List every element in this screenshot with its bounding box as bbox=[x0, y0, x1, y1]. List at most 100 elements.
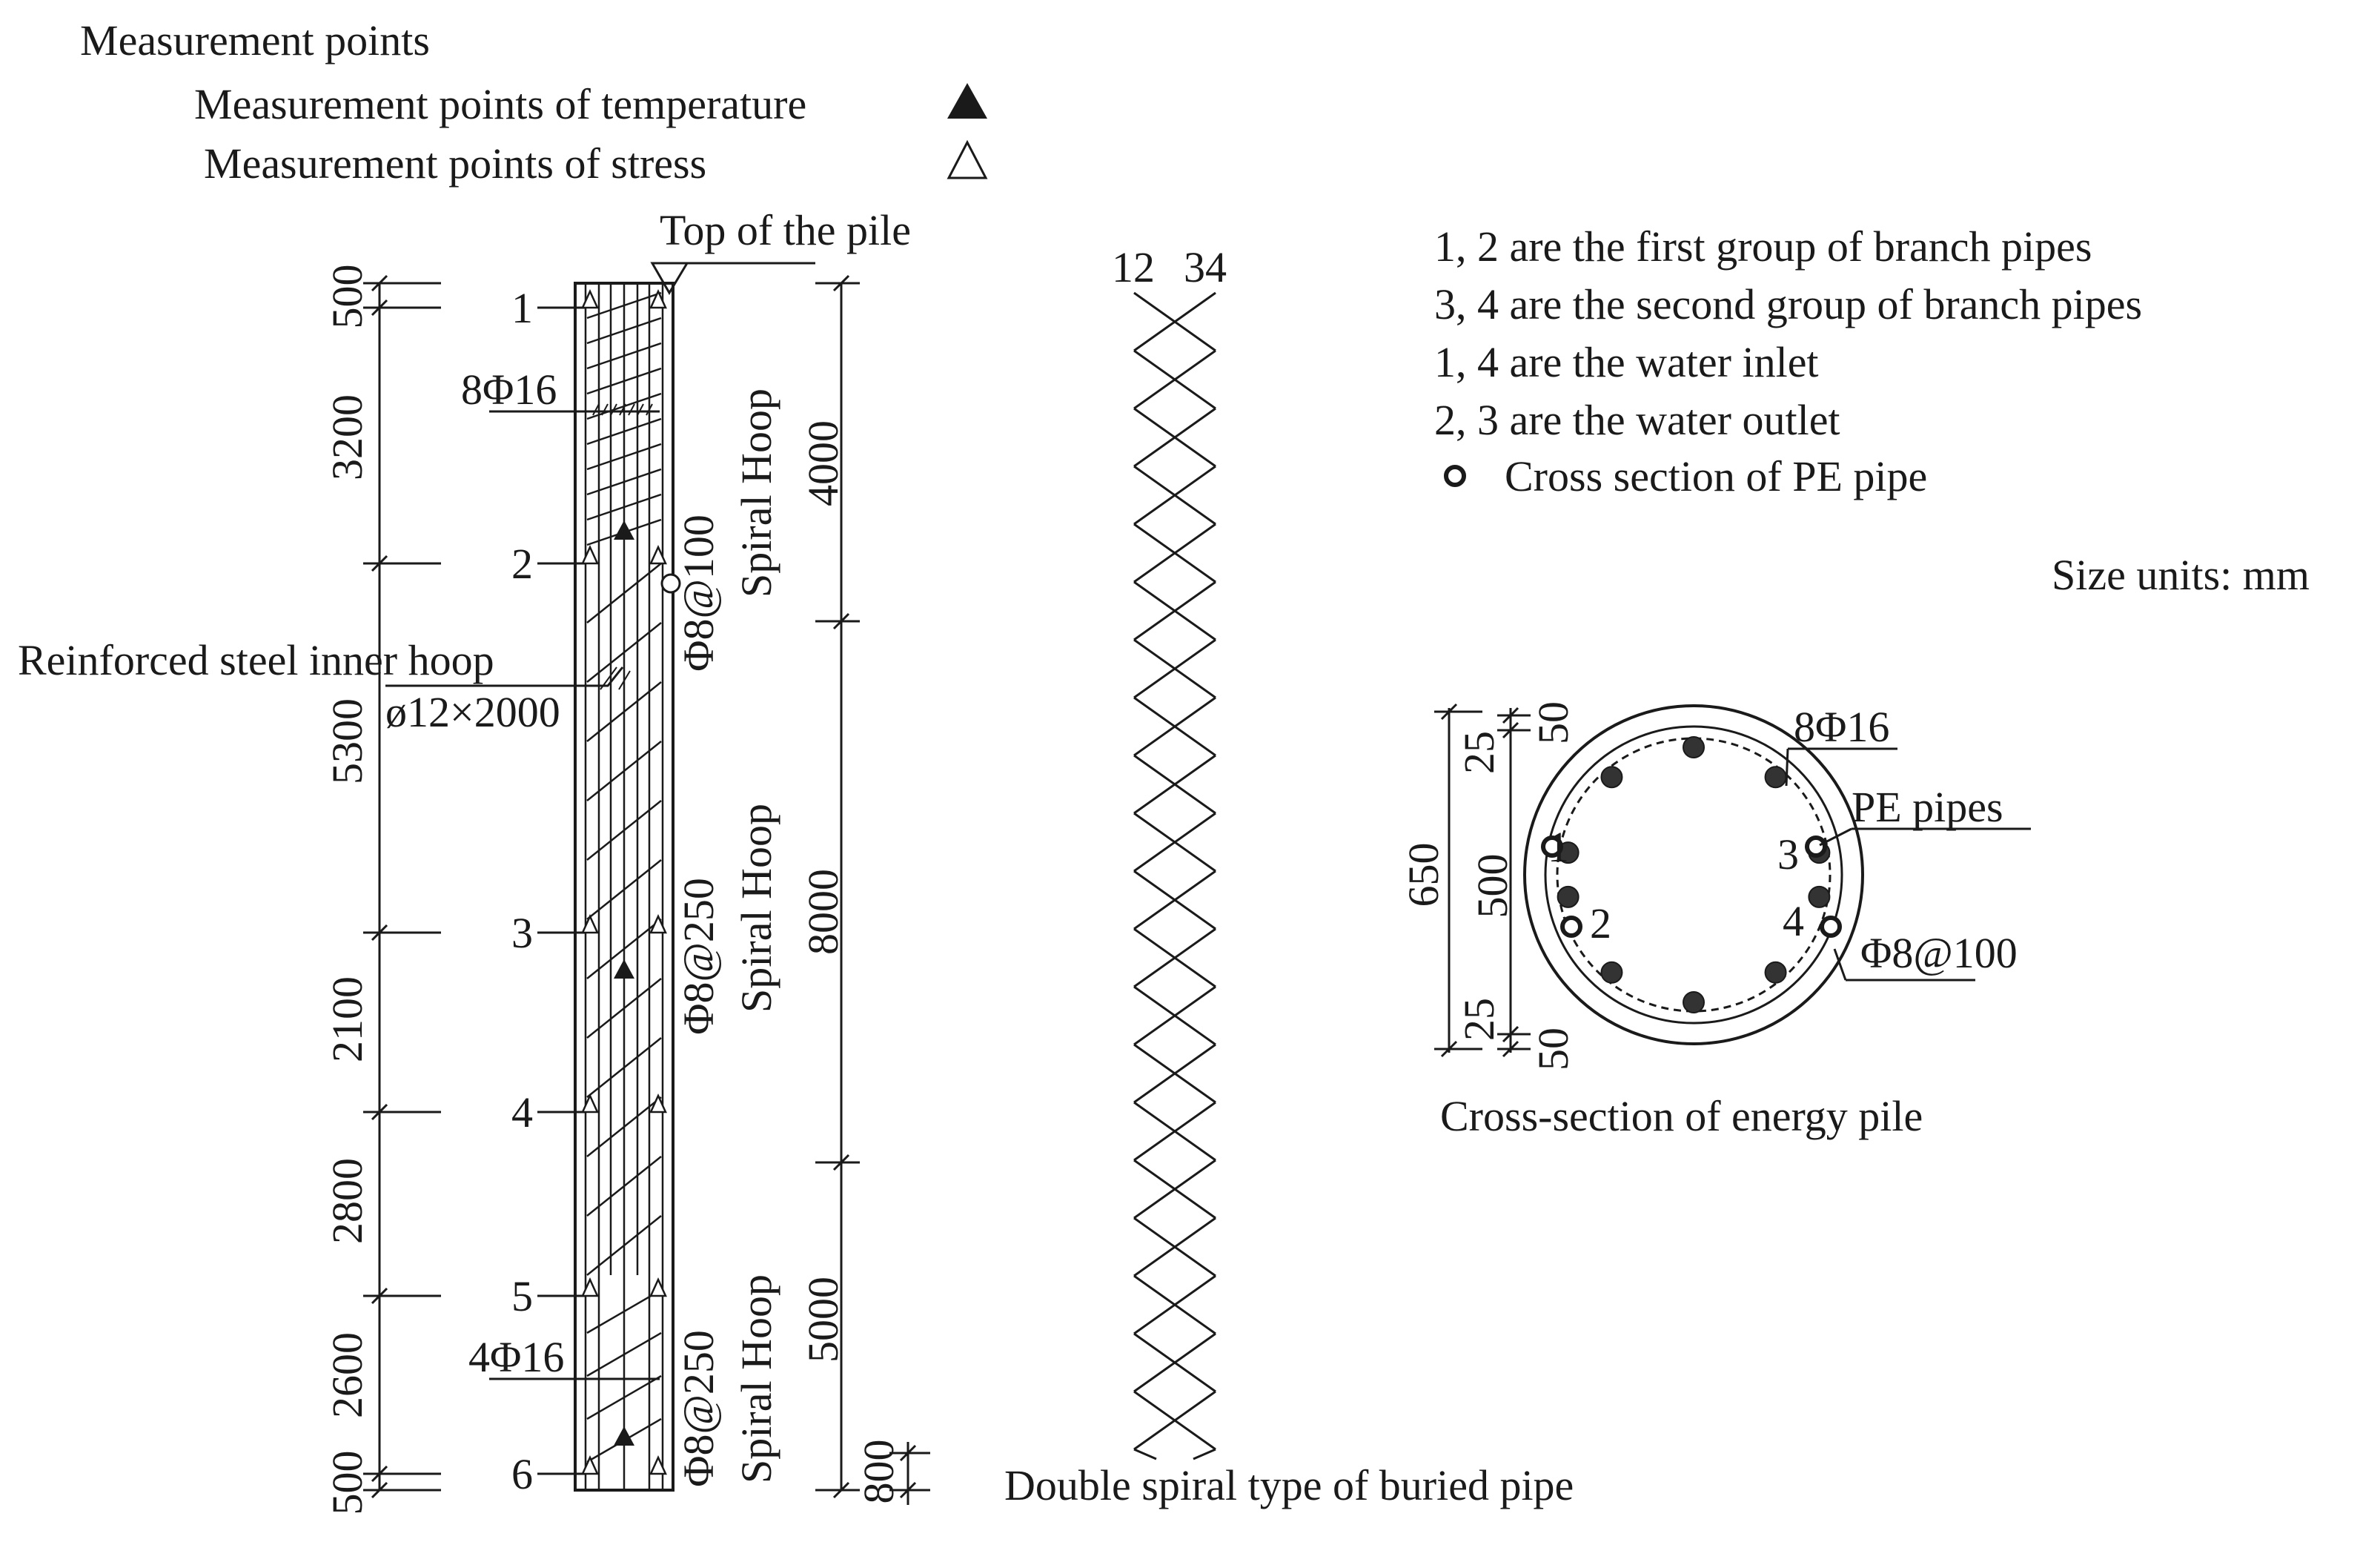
pe-pipe-icon bbox=[1820, 916, 1842, 938]
filled-triangle-icon bbox=[947, 83, 987, 119]
dim-tick-slash bbox=[371, 555, 388, 572]
spiral-hoop-label-1: Spiral Hoop bbox=[732, 388, 780, 598]
legend-temperature-label: Measurement points of temperature bbox=[194, 80, 806, 128]
hoop-circle bbox=[1544, 725, 1843, 1025]
pe-pipe-icon bbox=[1541, 835, 1563, 858]
stress-point-icon bbox=[649, 1455, 667, 1475]
pile-elevation: Top of the pile 500 3200 5300 2100 2800 … bbox=[18, 206, 930, 1515]
stress-point-icon bbox=[649, 288, 667, 309]
cross-section: 650 25 50 500 25 50 1 2 3 4 8Φ16 PE pipe… bbox=[1399, 701, 2031, 1140]
legend: Measurement points Measurement points of… bbox=[80, 16, 988, 188]
pe-pipe-marker-icon bbox=[660, 573, 681, 594]
measurement-point-number: 3 bbox=[511, 909, 533, 957]
dim-tick-slash bbox=[371, 274, 388, 292]
top-of-pile-marker-icon bbox=[650, 262, 689, 295]
right-dimension-ticks bbox=[815, 274, 860, 1499]
temperature-point-icon bbox=[614, 959, 634, 979]
cross-dim-label: 25 bbox=[1455, 998, 1503, 1041]
inner-hoop-leader bbox=[385, 666, 624, 687]
hoop-spec-3: Φ8@250 bbox=[674, 1330, 723, 1487]
cross-dim-ticks bbox=[1434, 703, 1531, 1058]
left-dimension-labels: 500 3200 5300 2100 2800 2600 500 bbox=[323, 265, 371, 1515]
rebar-bottom-label: 4Φ16 bbox=[468, 1333, 564, 1381]
dim-label: 5300 bbox=[323, 698, 371, 784]
bottom-dimension-ticks bbox=[889, 1444, 930, 1499]
dim-label: 2100 bbox=[323, 976, 371, 1062]
rebar-dot bbox=[1764, 961, 1787, 984]
rebar-top-label: 8Φ16 bbox=[461, 365, 557, 414]
pipe-label-12: 12 bbox=[1112, 243, 1155, 291]
stress-point-icon bbox=[581, 544, 599, 565]
pe-pipe-icon bbox=[1805, 835, 1827, 858]
inner-hoop-label: Reinforced steel inner hoop bbox=[18, 636, 494, 684]
pe-pipes-leader bbox=[1819, 827, 2031, 847]
pipe-number: 2 bbox=[1590, 899, 1611, 947]
dim-tick-slash bbox=[832, 1154, 850, 1171]
pipe-number: 3 bbox=[1777, 830, 1799, 878]
note-line: 1, 4 are the water inlet bbox=[1434, 338, 1819, 386]
stress-point-icon bbox=[581, 1277, 599, 1297]
cross-dim-label: 50 bbox=[1529, 1028, 1577, 1071]
hollow-triangle-icon bbox=[947, 139, 988, 179]
measurement-point-number: 4 bbox=[511, 1088, 533, 1136]
inner-hoop-spec: ø12×2000 bbox=[385, 688, 560, 736]
spiral-hoop-label-3: Spiral Hoop bbox=[732, 1274, 780, 1483]
cross-dim-label: 25 bbox=[1455, 731, 1503, 774]
buried-pipe-caption: Double spiral type of buried pipe bbox=[1004, 1461, 1574, 1509]
dim-tick-slash bbox=[371, 1103, 388, 1121]
dim-label: 500 bbox=[323, 1451, 371, 1515]
dim-tick-slash bbox=[371, 1481, 388, 1499]
spiral-hoop-label-2: Spiral Hoop bbox=[732, 804, 780, 1013]
spiral-hoop bbox=[586, 291, 662, 1463]
rebar-dot bbox=[1683, 736, 1705, 758]
pipe-number: 4 bbox=[1783, 897, 1804, 945]
cross-section-caption: Cross-section of energy pile bbox=[1440, 1092, 1923, 1140]
note-line: 1, 2 are the first group of branch pipes bbox=[1434, 222, 2092, 271]
pe-pipe-icon bbox=[1560, 916, 1582, 938]
stress-point-icon bbox=[581, 288, 599, 309]
measurement-points: 1 2 3 4 5 6 bbox=[511, 284, 667, 1498]
left-dimension-ticks bbox=[363, 274, 441, 1499]
measurement-point-number: 1 bbox=[511, 284, 533, 332]
rebar-dot bbox=[1600, 961, 1623, 984]
cross-dim-label: 50 bbox=[1529, 701, 1577, 744]
measurement-point-number: 6 bbox=[511, 1450, 533, 1498]
measurement-point-number: 5 bbox=[511, 1272, 533, 1320]
rebar-dot bbox=[1600, 766, 1623, 789]
rebar-dot bbox=[1683, 991, 1705, 1013]
stress-point-icon bbox=[649, 1277, 667, 1297]
cross-hoop-leader bbox=[1833, 948, 1975, 982]
pe-pipe-legend-icon bbox=[1444, 465, 1466, 487]
inner-hoop-hatch bbox=[592, 403, 653, 416]
cross-dim-label: 500 bbox=[1468, 854, 1516, 919]
dim-label: 2600 bbox=[323, 1332, 371, 1418]
cross-rebar-leader bbox=[1785, 747, 1897, 787]
stress-point-icon bbox=[649, 913, 667, 934]
rebar-dot bbox=[1557, 885, 1580, 908]
pile-outer-circle bbox=[1523, 704, 1864, 1045]
right-dim-label: 800 bbox=[855, 1440, 903, 1504]
rebar-dot bbox=[1764, 766, 1787, 789]
pe-pipes bbox=[1541, 835, 1842, 938]
hoop-spec-2: Φ8@250 bbox=[674, 878, 723, 1035]
pe-pipes-label: PE pipes bbox=[1852, 783, 2003, 831]
note-line: 2, 3 are the water outlet bbox=[1434, 396, 1840, 444]
stress-point-icon bbox=[649, 1093, 667, 1114]
legend-title: Measurement points bbox=[80, 16, 430, 64]
pipe-ring-dashed bbox=[1556, 737, 1832, 1013]
spiral-pipe-path bbox=[1133, 291, 1216, 1460]
stress-point-icon bbox=[581, 913, 599, 934]
dim-tick-slash bbox=[832, 612, 850, 630]
measurement-point-number: 2 bbox=[511, 540, 533, 588]
stress-point-icon bbox=[649, 544, 667, 565]
dim-label: 2800 bbox=[323, 1158, 371, 1244]
hoop-spec-1: Φ8@100 bbox=[674, 514, 723, 672]
stress-point-icon bbox=[581, 1093, 599, 1114]
cross-rebar-label: 8Φ16 bbox=[1794, 703, 1889, 751]
dim-label: 500 bbox=[323, 265, 371, 329]
cross-dim-label: 650 bbox=[1399, 843, 1448, 907]
dim-tick-slash bbox=[371, 1287, 388, 1305]
cross-hoop-label: Φ8@100 bbox=[1860, 929, 2018, 977]
notes: 1, 2 are the first group of branch pipes… bbox=[1434, 222, 2310, 599]
